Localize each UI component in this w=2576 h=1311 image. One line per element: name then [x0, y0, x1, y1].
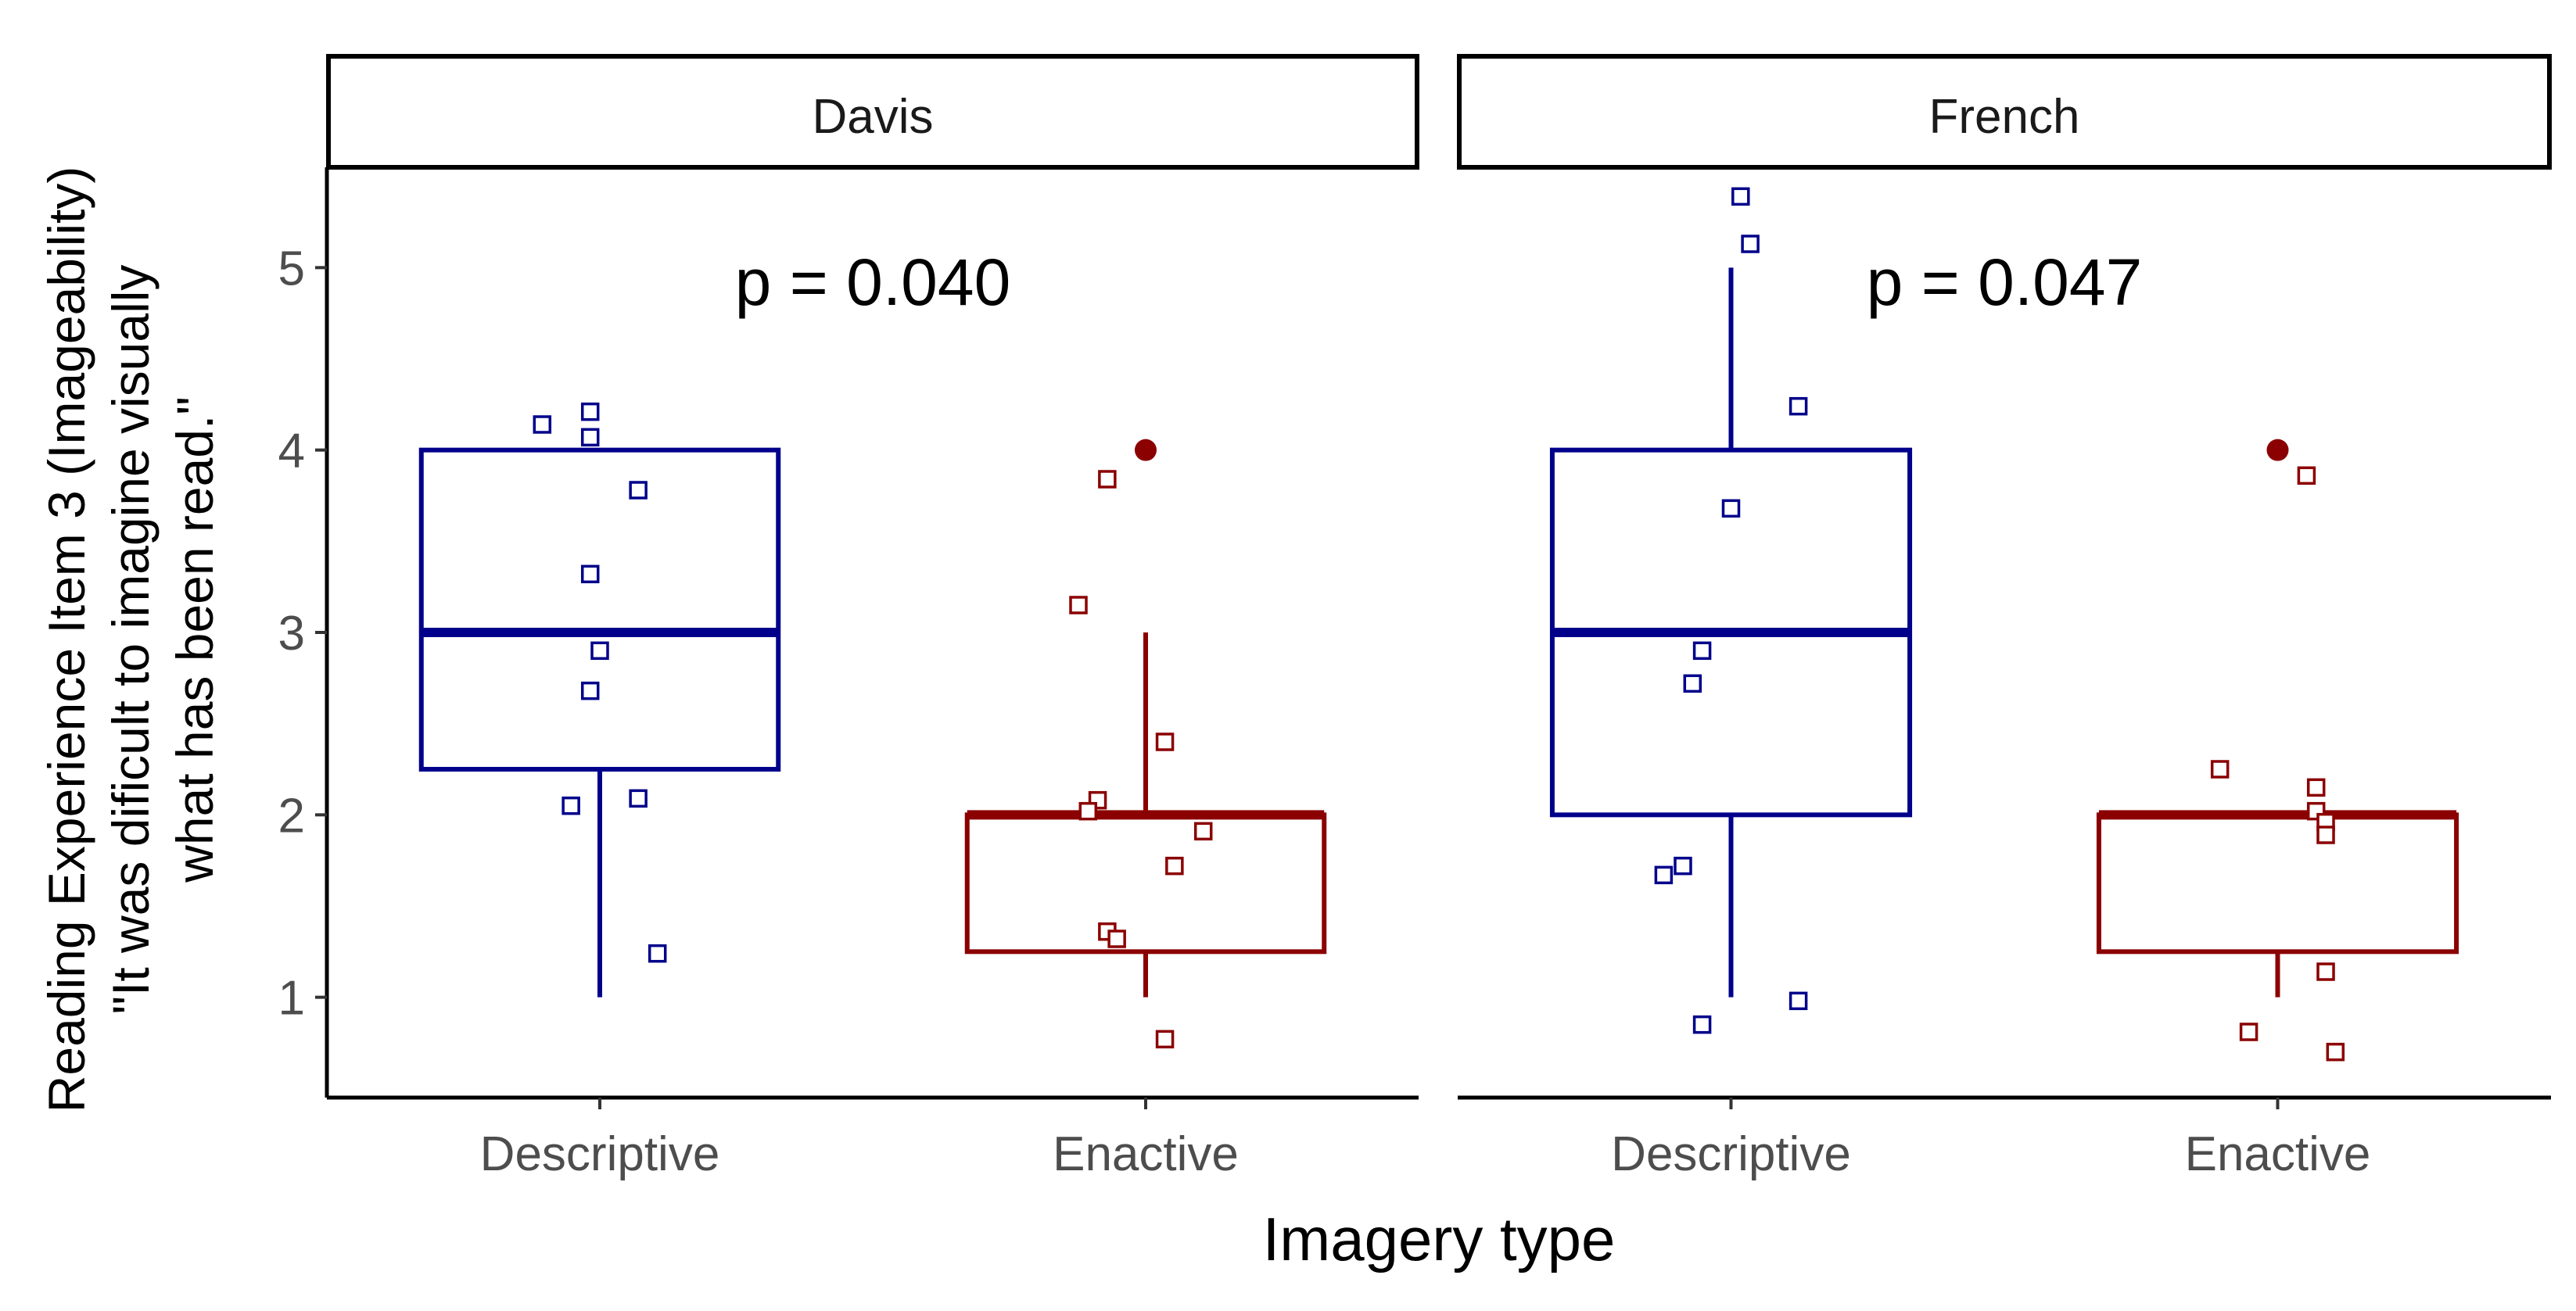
data-point	[2326, 1042, 2345, 1062]
data-point	[2316, 962, 2335, 981]
data-point	[580, 681, 600, 700]
box-iqr	[2096, 812, 2459, 955]
data-point	[1721, 499, 1741, 518]
data-point	[1078, 801, 1098, 821]
data-point	[2239, 1023, 2258, 1041]
data-point	[1165, 856, 1184, 876]
data-point	[1788, 991, 1808, 1011]
axes-layer: 1 2 3 4 5	[278, 167, 329, 1098]
data-point	[2316, 826, 2335, 844]
x-tick-label: Descriptive	[480, 1127, 720, 1181]
outlier-point	[2266, 439, 2289, 461]
data-point	[1692, 641, 1712, 661]
y-axis-title-line: what has been read."	[166, 396, 224, 883]
box-descriptive	[418, 402, 781, 998]
x-tick-label: Descriptive	[1611, 1127, 1851, 1181]
data-point	[629, 481, 648, 500]
x-tick-label: Enactive	[2185, 1127, 2371, 1181]
x-axis-title: Imagery type	[1263, 1205, 1616, 1273]
y-axis-title-line: "It was dificult to imagine visually	[102, 265, 160, 1015]
box-enactive	[2096, 439, 2459, 1062]
data-point	[1788, 396, 1808, 416]
data-point	[2210, 760, 2230, 779]
p-value-annotation: p = 0.040	[735, 245, 1011, 319]
data-point	[590, 641, 609, 661]
data-point	[1098, 470, 1117, 489]
facet-strip-label: Davis	[812, 90, 933, 144]
data-point	[1107, 930, 1126, 948]
x-tick-label: Enactive	[1053, 1127, 1239, 1181]
facet-strip-label: French	[1929, 90, 2080, 144]
y-tick-label: 1	[278, 972, 305, 1026]
data-point	[1155, 733, 1175, 751]
y-tick-label: 3	[278, 607, 305, 661]
y-tick-label: 5	[278, 242, 305, 296]
data-point	[1654, 865, 1674, 885]
data-point	[2306, 778, 2326, 797]
data-point	[580, 428, 600, 447]
axis-titles-layer: Imagery type Reading Experience Item 3 (I…	[38, 167, 1615, 1273]
box-iqr	[418, 447, 781, 772]
data-point	[629, 789, 648, 808]
y-axis-title-line: Reading Experience Item 3 (Imageability)	[38, 167, 95, 1113]
facet-strip	[326, 54, 1419, 170]
facet-strip	[1457, 54, 2552, 170]
box-enactive	[964, 439, 1327, 1049]
data-point	[1069, 596, 1088, 614]
data-point	[1692, 1015, 1712, 1034]
data-point	[1683, 674, 1702, 693]
data-point	[580, 564, 600, 584]
data-point	[580, 402, 600, 421]
p-value-annotation: p = 0.047	[1867, 245, 2143, 319]
box-iqr	[964, 812, 1327, 955]
outlier-point	[1135, 439, 1157, 461]
data-point	[1155, 1030, 1175, 1049]
data-point	[2297, 466, 2316, 485]
data-point	[1674, 856, 1692, 876]
data-point	[1731, 187, 1750, 206]
data-point	[533, 415, 552, 434]
y-tick-label: 4	[278, 424, 305, 478]
y-tick-label: 2	[278, 789, 305, 843]
data-point	[648, 944, 667, 963]
data-point	[1193, 822, 1213, 841]
data-point	[561, 796, 580, 815]
data-point	[1741, 235, 1760, 253]
box-descriptive	[1549, 187, 1913, 1034]
